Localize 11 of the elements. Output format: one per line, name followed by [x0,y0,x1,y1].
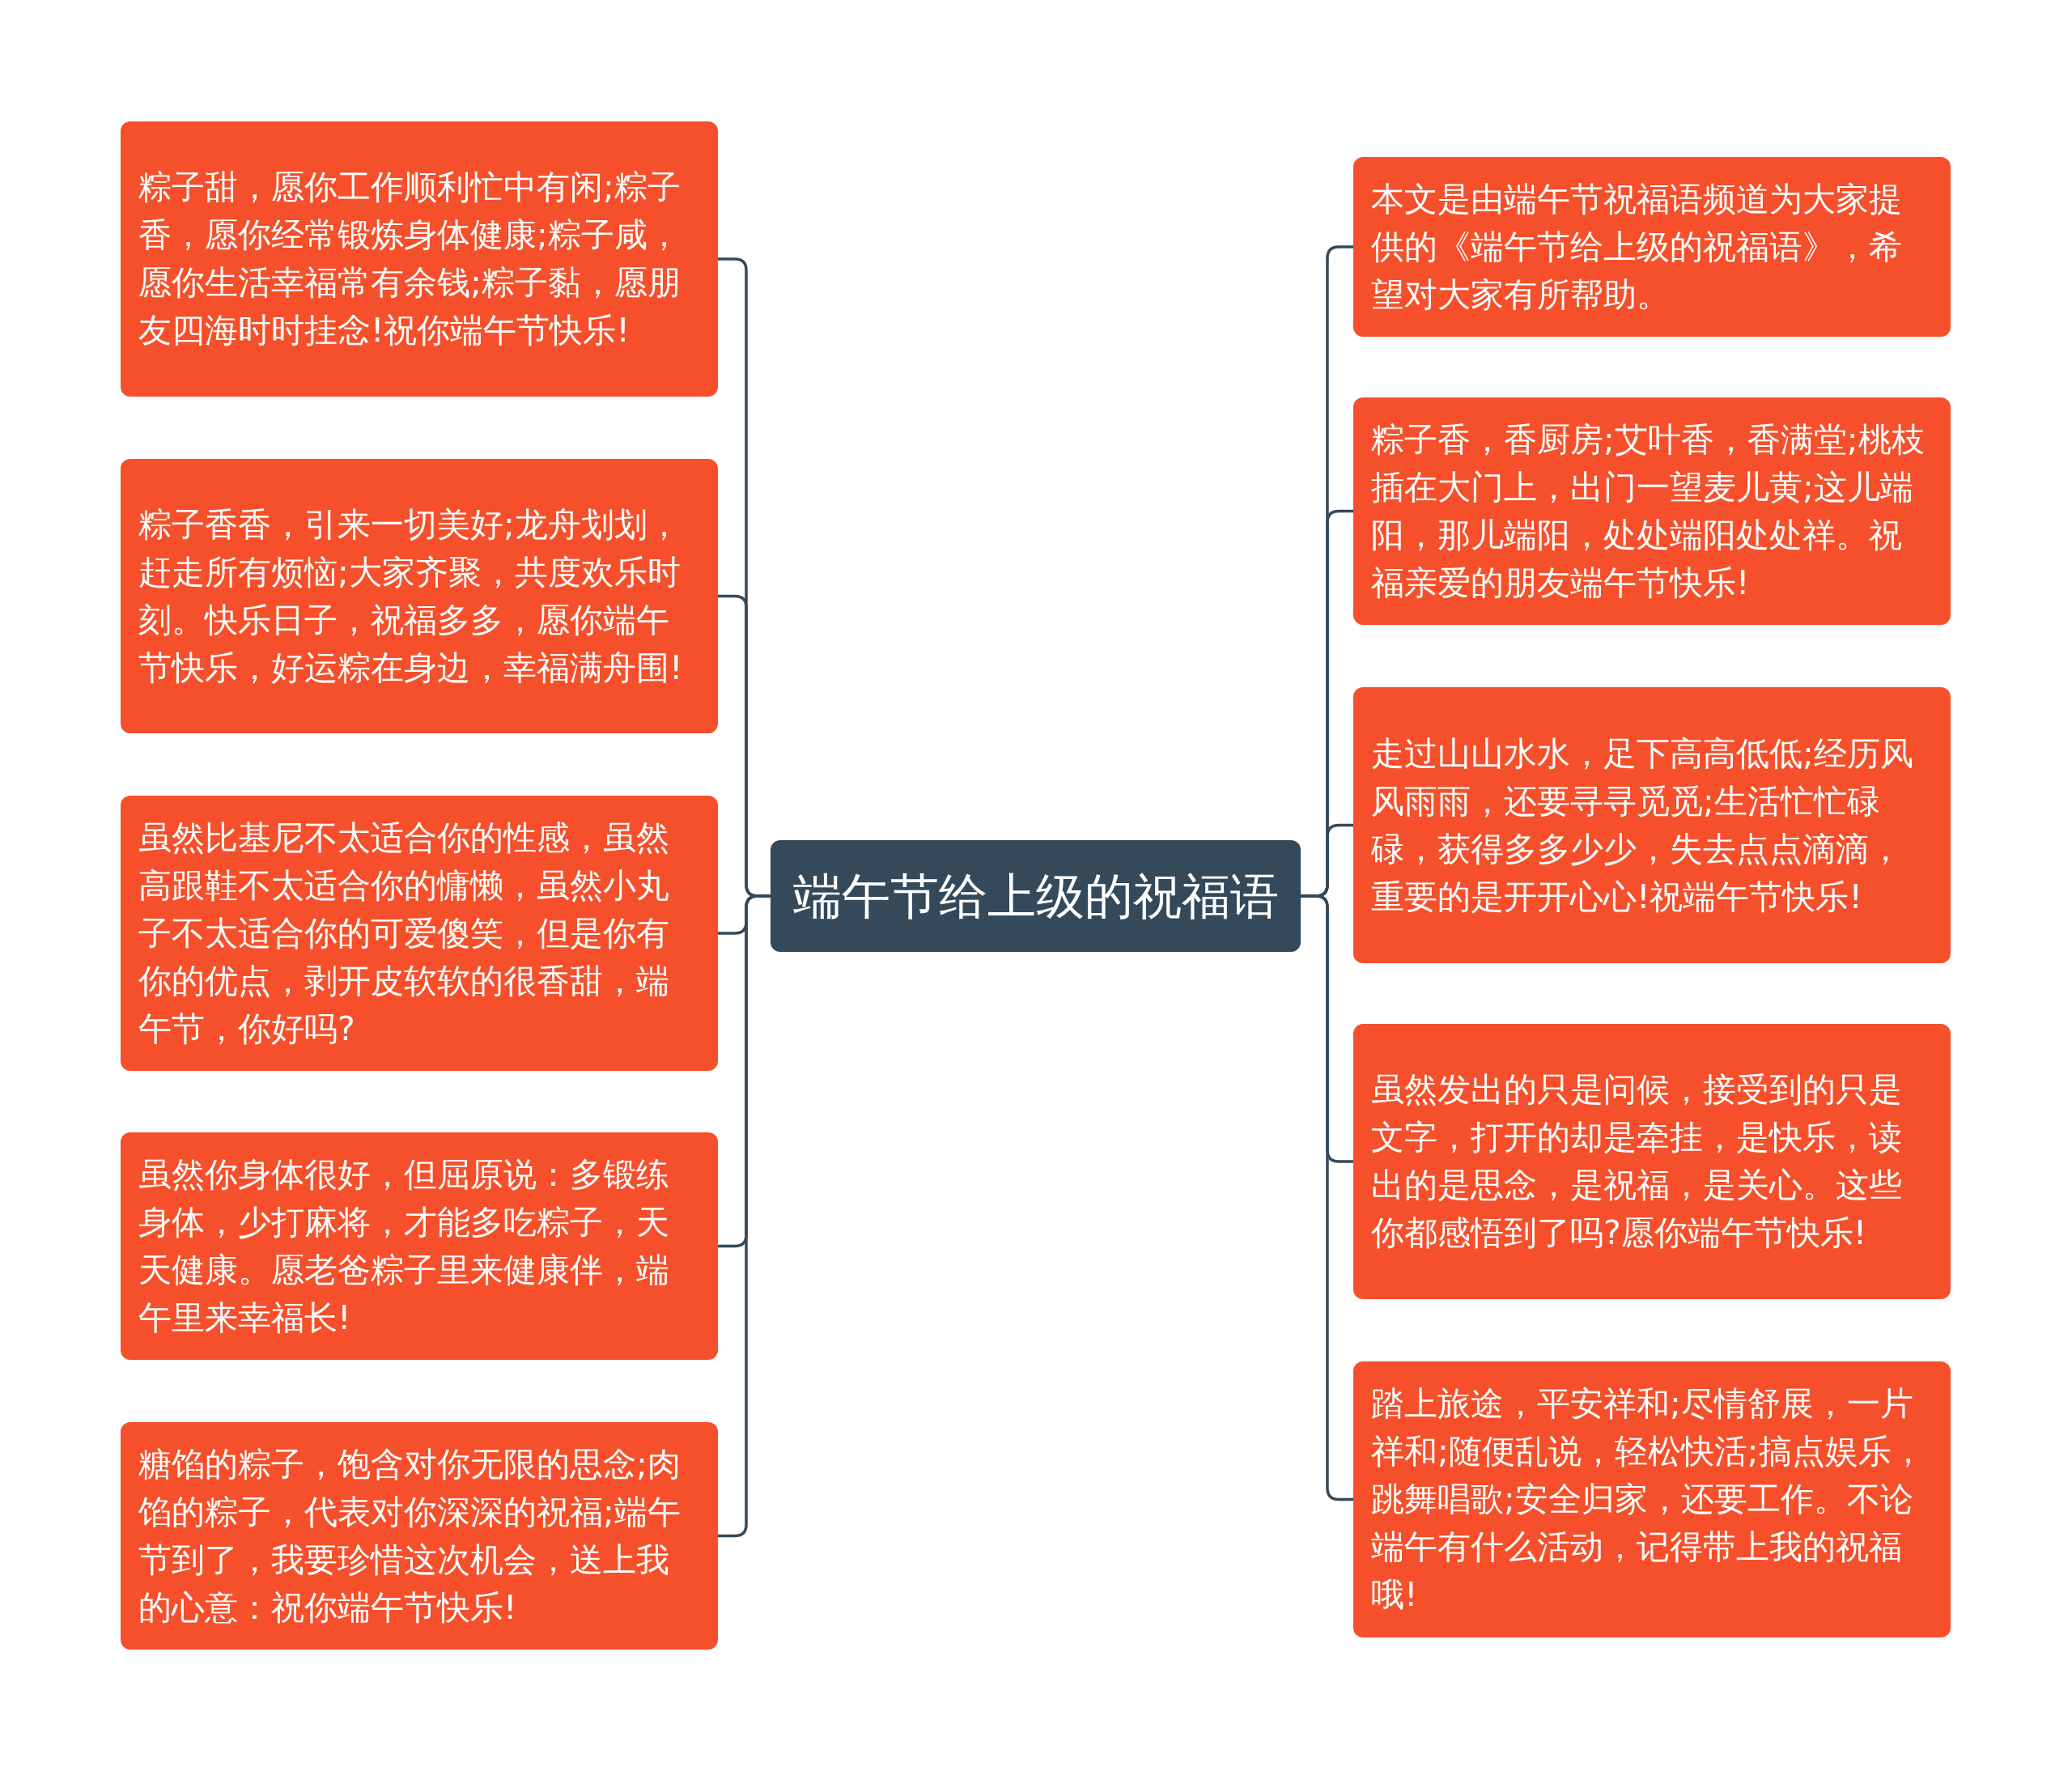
message-box: 本文是由端午节祝福语频道为大家提供的《端午节给上级的祝福语》，希望对大家有所帮助。 [1353,157,1951,337]
message-box: 虽然发出的只是问候，接受到的只是文字，打开的却是牵挂，是快乐，读出的是思念，是祝福，是关心。这些你都感悟到了吗?愿你端午节快乐! [1353,1024,1951,1299]
message-box: 粽子甜，愿你工作顺利忙中有闲;粽子香，愿你经常锻炼身体健康;粽子咸，愿你生活幸福常有余钱;粽子黏，愿朋友四海时时挂念!祝你端午节快乐! [121,121,718,397]
message-box: 粽子香香，引来一切美好;龙舟划划，赶走所有烦恼;大家齐聚，共度欢乐时刻。快乐日子，祝福多多，愿你端午节快乐，好运粽在身边，幸福满舟围! [121,459,718,733]
message-box: 糖馅的粽子，饱含对你无限的思念;肉馅的粽子，代表对你深深的祝福;端午节到了，我要珍惜这次机会，送上我的心意：祝你端午节快乐! [121,1422,718,1650]
topic-box: 端午节给上级的祝福语 [771,840,1301,952]
message-box: 虽然比基尼不太适合你的性感，虽然高跟鞋不太适合你的慵懒，虽然小丸子不太适合你的可爱傻笑，但是你有你的优点，剥开皮软软的很香甜，端午节，你好吗? [121,796,718,1071]
message-box: 粽子香，香厨房;艾叶香，香满堂;桃枝插在大门上，出门一望麦儿黄;这儿端阳，那儿端阳，处处端阳处处祥。祝福亲爱的朋友端午节快乐! [1353,397,1951,625]
message-box: 踏上旅途，平安祥和;尽情舒展，一片祥和;随便乱说，轻松快活;搞点娱乐，跳舞唱歌;安全归家，还要工作。不论端午有什么活动，记得带上我的祝福哦! [1353,1361,1951,1637]
message-box: 虽然你身体很好，但屈原说：多锻练身体，少打麻将，才能多吃粽子，天天健康。愿老爸粽子里来健康伴，端午里来幸福长! [121,1132,718,1360]
message-box: 走过山山水水，足下高高低低;经历风风雨雨，还要寻寻觅觅;生活忙忙碌碌，获得多多少少，失去点点滴滴，重要的是开开心心!祝端午节快乐! [1353,687,1951,963]
